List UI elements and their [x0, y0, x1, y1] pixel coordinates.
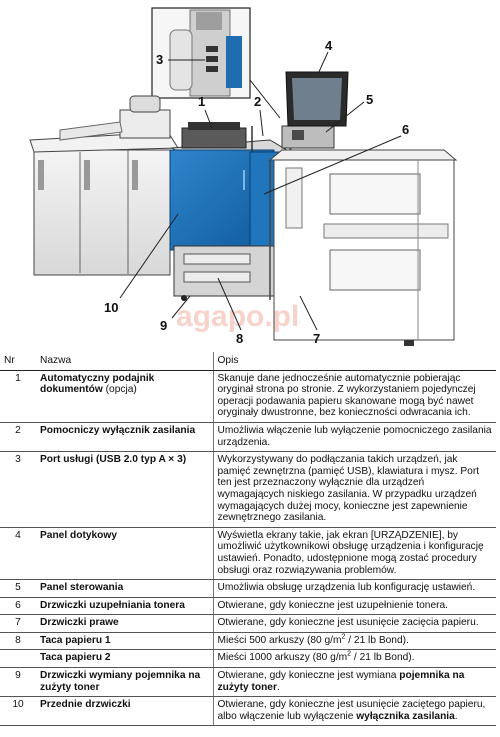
- row-desc: Wykorzystywany do podłączania takich urz…: [212, 451, 496, 528]
- row-desc-pre: Otwierane, gdy konieczne jest wymiana: [217, 670, 400, 682]
- row-desc: Skanuje dane jednocześnie automatycznie …: [212, 370, 496, 423]
- row-desc: Mieści 1000 arkuszy (80 g/m2 / 21 lb Bon…: [212, 649, 496, 669]
- unit-superscript: 2: [347, 651, 352, 659]
- row-desc: Mieści 500 arkuszy (80 g/m2 / 21 lb Bond…: [212, 632, 496, 651]
- row-nr: 4: [0, 527, 36, 581]
- row-nr: 1: [0, 370, 36, 423]
- callout-9: 9: [160, 318, 167, 333]
- row-nr: 6: [0, 597, 36, 616]
- row-name: Przednie drzwiczki: [36, 696, 213, 727]
- row-name: Taca papieru 2: [36, 649, 213, 669]
- table-row: 5 Panel sterowania Umożliwia obsługę urz…: [0, 579, 496, 598]
- finisher-unit: [29, 95, 179, 276]
- table-row: 8 Taca papieru 1 Mieści 500 arkuszy (80 …: [0, 632, 496, 651]
- row-desc: Otwierane, gdy konieczne jest usunięcie …: [212, 696, 496, 727]
- row-name: Panel dotykowy: [36, 527, 213, 581]
- row-name: Panel sterowania: [36, 579, 213, 598]
- table-row: Taca papieru 2 Mieści 1000 arkuszy (80 g…: [0, 649, 496, 669]
- header-desc: Opis: [212, 352, 496, 371]
- row-name: Pomocniczy wyłącznik zasilania: [36, 422, 213, 453]
- table-row: 9 Drzwiczki wymiany pojemnika na zużyty …: [0, 667, 496, 698]
- table-row: 2 Pomocniczy wyłącznik zasilania Umożliw…: [0, 422, 496, 453]
- row-name-suffix: (opcja): [102, 384, 137, 396]
- row-nr: 9: [0, 667, 36, 698]
- callout-5: 5: [366, 92, 373, 107]
- callout-10: 10: [104, 300, 118, 315]
- table-row: 4 Panel dotykowy Wyświetla ekrany takie,…: [0, 527, 496, 581]
- touch-panel: [281, 71, 349, 151]
- row-name: Drzwiczki wymiany pojemnika na zużyty to…: [36, 667, 213, 698]
- callout-6: 6: [402, 122, 409, 137]
- row-desc: Otwierane, gdy konieczne jest usunięcie …: [212, 614, 496, 633]
- component-table: Nr Nazwa Opis 1 Automatyczny podajnik do…: [0, 352, 496, 727]
- row-nr: 7: [0, 614, 36, 633]
- row-desc: Umożliwia włączenie lub wyłączenie pomoc…: [212, 422, 496, 453]
- table-row: 3 Port usługi (USB 2.0 typ A × 3) Wykorz…: [0, 451, 496, 528]
- row-nr: 2: [0, 422, 36, 453]
- row-desc-pre: Mieści 1000 arkuszy (80 g/m: [217, 652, 348, 664]
- row-name: Port usługi (USB 2.0 typ A × 3): [36, 451, 213, 528]
- table-row: 10 Przednie drzwiczki Otwierane, gdy kon…: [0, 696, 496, 727]
- row-desc: Umożliwia obsługę urządzenia lub konfigu…: [212, 579, 496, 598]
- callout-7: 7: [313, 331, 320, 346]
- row-nr: 10: [0, 696, 36, 727]
- row-desc-pre: Otwierane, gdy konieczne jest usunięcie …: [217, 699, 486, 722]
- row-name: Taca papieru 1: [36, 632, 213, 651]
- paper-feed-unit: [268, 149, 458, 346]
- row-name-text: Automatyczny podajnik dokumentów: [40, 372, 155, 396]
- row-desc-bold: pojemnika na zużyty toner: [217, 670, 465, 693]
- row-nr: 8: [0, 632, 36, 651]
- row-nr: 5: [0, 579, 36, 598]
- header-nr: Nr: [0, 352, 36, 371]
- row-nr: 3: [0, 451, 36, 528]
- usb-port-inset: [151, 7, 281, 119]
- callout-4: 4: [325, 38, 333, 53]
- row-name: Drzwiczki prawe: [36, 614, 213, 633]
- callout-2: 2: [254, 94, 261, 109]
- row-nr: [0, 649, 36, 669]
- callout-1: 1: [198, 94, 205, 109]
- row-desc-pre: Mieści 500 arkuszy (80 g/m: [217, 634, 342, 646]
- printer-illustration: agapo.pl 3 1 2 4 5 6 7 8 9 10: [29, 7, 458, 346]
- callout-3: 3: [156, 52, 163, 67]
- callout-8: 8: [236, 331, 243, 346]
- row-desc: Otwierane, gdy konieczne jest uzupełnien…: [212, 597, 496, 616]
- table-row: 6 Drzwiczki uzupełniania tonera Otwieran…: [0, 597, 496, 616]
- header-name: Nazwa: [36, 352, 213, 371]
- row-name: Automatyczny podajnik dokumentów (opcja): [36, 370, 213, 423]
- row-desc-post: .: [276, 681, 280, 693]
- row-desc-post: / 21 lb Bond).: [351, 652, 415, 664]
- row-desc-post: / 21 lb Bond).: [345, 634, 409, 646]
- table-header-row: Nr Nazwa Opis: [0, 352, 496, 371]
- unit-superscript: 2: [341, 633, 346, 641]
- row-desc: Otwierane, gdy konieczne jest wymiana po…: [212, 667, 496, 698]
- table-row: 7 Drzwiczki prawe Otwierane, gdy koniecz…: [0, 614, 496, 633]
- table-row: 1 Automatyczny podajnik dokumentów (opcj…: [0, 370, 496, 423]
- row-desc-post: .: [454, 710, 458, 722]
- leader-lines: [119, 51, 402, 331]
- row-name: Drzwiczki uzupełniania tonera: [36, 597, 213, 616]
- watermark-text: agapo.pl: [176, 300, 299, 333]
- row-desc: Wyświetla ekrany takie, jak ekran [URZĄD…: [212, 527, 496, 581]
- row-desc-bold: wyłącznika zasilania: [356, 710, 455, 722]
